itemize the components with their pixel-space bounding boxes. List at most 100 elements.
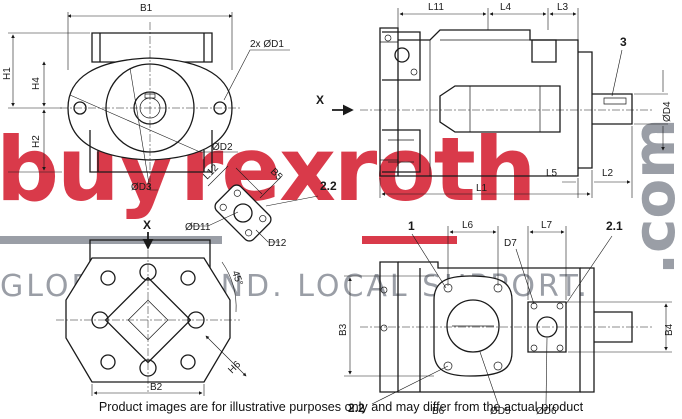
side-center-housing — [439, 85, 561, 133]
side-boss-bottom — [382, 129, 421, 173]
side-end-flange-lines — [380, 41, 398, 161]
side-shaft-key — [603, 97, 627, 105]
front-d3-leader — [129, 67, 158, 191]
bottom-right-view: L6 L7 1 D7 2.1 B3 B4 2.2 B6 ØD5 ØD6 — [338, 219, 675, 417]
br-item-1-label: 1 — [408, 219, 415, 233]
br-b3-label: B3 — [338, 323, 349, 336]
bl-b2-label: B2 — [150, 382, 163, 393]
bl-centerlines — [56, 250, 240, 392]
bl-inner-port — [127, 299, 169, 341]
port-detail-screw-2 — [259, 215, 267, 223]
br-item-2-1-label: 2.1 — [606, 219, 623, 233]
br-end-plate-hole-1 — [380, 286, 388, 294]
watermark-domain: .com — [620, 118, 682, 275]
front-top-housing-edges — [99, 33, 205, 62]
br-small-screw-3 — [530, 344, 538, 352]
port-detail-d12-leader — [255, 229, 280, 243]
bl-inner-square — [104, 276, 192, 364]
bottom-left-view: X 45° H6 B2 — [56, 218, 247, 396]
br-d7-label: D7 — [504, 238, 517, 249]
side-d4-extensions — [634, 93, 668, 125]
br-item-1-leader — [411, 233, 447, 289]
side-boss-top-port — [394, 47, 410, 63]
port-detail-d12-label: D12 — [268, 238, 287, 249]
port-detail-screw-4 — [245, 229, 253, 237]
front-b1-label: B1 — [140, 3, 153, 14]
front-d2-leader — [69, 94, 238, 153]
side-main-body — [398, 29, 579, 177]
br-body — [398, 261, 581, 393]
bl-angle-arc — [221, 261, 237, 313]
front-lower-body-edges — [97, 150, 205, 172]
br-l6-label: L6 — [462, 220, 474, 231]
bl-bolt-tr — [180, 270, 196, 286]
side-shaft — [592, 93, 633, 125]
side-boss-top — [382, 31, 421, 81]
br-d7-leader — [515, 248, 535, 305]
front-d1-label: 2x ØD1 — [250, 39, 284, 50]
front-h2-label: H2 — [31, 135, 42, 148]
port-detail-item-2-2-label: 2.2 — [320, 179, 337, 193]
br-large-port — [446, 299, 500, 353]
bl-x-label: X — [143, 218, 151, 232]
bl-h6-line — [205, 335, 247, 377]
front-h1-label: H1 — [2, 67, 13, 80]
br-front-flange — [580, 267, 595, 393]
front-view: B1 H1 H4 H2 2x ØD1 ØD2 ØD3 — [2, 3, 290, 193]
side-l3-label: L3 — [557, 2, 569, 13]
br-d6-label: ØD6 — [536, 406, 557, 417]
bl-bolt-bl — [100, 354, 116, 370]
br-small-screw-2 — [556, 302, 564, 310]
side-d4-label: ØD4 — [662, 101, 673, 122]
br-b3-extensions — [344, 275, 434, 377]
bl-bolt-br — [180, 354, 196, 370]
port-detail-item-2-2-leader — [265, 195, 319, 207]
br-large-screw-4 — [493, 361, 503, 371]
front-d2-label: ØD2 — [212, 142, 233, 153]
br-end-plate-hole-2 — [380, 324, 388, 332]
side-l4-label: L4 — [500, 2, 512, 13]
br-d5-leader — [479, 351, 499, 405]
port-detail-d11-leader — [190, 211, 239, 227]
br-small-screw-4 — [556, 344, 564, 352]
br-item-2-1-leader — [565, 235, 613, 305]
side-boss-top-screw-1 — [384, 34, 392, 42]
front-d3-label: ØD3 — [131, 182, 152, 193]
side-l11-label: L11 — [428, 2, 444, 13]
front-b1-extensions — [67, 12, 233, 70]
br-item-2-2-label: 2.2 — [348, 401, 365, 415]
port-detail-d11-label: ØD11 — [185, 222, 211, 233]
br-top-extensions — [447, 226, 567, 300]
port-detail-dim-lines — [207, 165, 283, 199]
bl-b2-extensions — [91, 384, 205, 396]
br-l7-label: L7 — [541, 220, 553, 231]
front-shaft-key — [144, 93, 156, 99]
port-detail-screw-1 — [233, 189, 241, 197]
side-item-3-label: 3 — [620, 35, 627, 49]
front-h4-label: H4 — [31, 77, 42, 90]
side-l5-label: L5 — [546, 168, 558, 179]
bl-h6-label: H6 — [226, 359, 243, 376]
port-detail-flange — [214, 184, 272, 242]
port-detail-screw-3 — [219, 203, 227, 211]
front-top-housing — [91, 32, 213, 63]
front-d1-leader — [223, 49, 290, 101]
port-detail-bore — [233, 203, 253, 223]
br-item-2-2-leader — [371, 365, 449, 405]
side-l1-label: L1 — [476, 183, 488, 194]
side-view: X L11 L4 L3 3 — [316, 2, 673, 198]
side-item-3-leader — [611, 49, 623, 97]
br-large-screw-3 — [443, 361, 453, 371]
watermark-bar-right — [362, 236, 457, 244]
br-d5-label: ØD5 — [490, 406, 511, 417]
side-center-housing-lines — [469, 86, 541, 132]
br-small-screw-1 — [530, 302, 538, 310]
front-lower-body — [89, 130, 213, 173]
side-boss-top-screw-2 — [410, 68, 418, 76]
br-b4-extensions — [568, 301, 672, 353]
side-l2-label: L2 — [602, 168, 614, 179]
front-height-extensions — [8, 32, 90, 173]
br-b6-label: B6 — [432, 406, 445, 417]
br-d6-leader — [545, 337, 548, 405]
